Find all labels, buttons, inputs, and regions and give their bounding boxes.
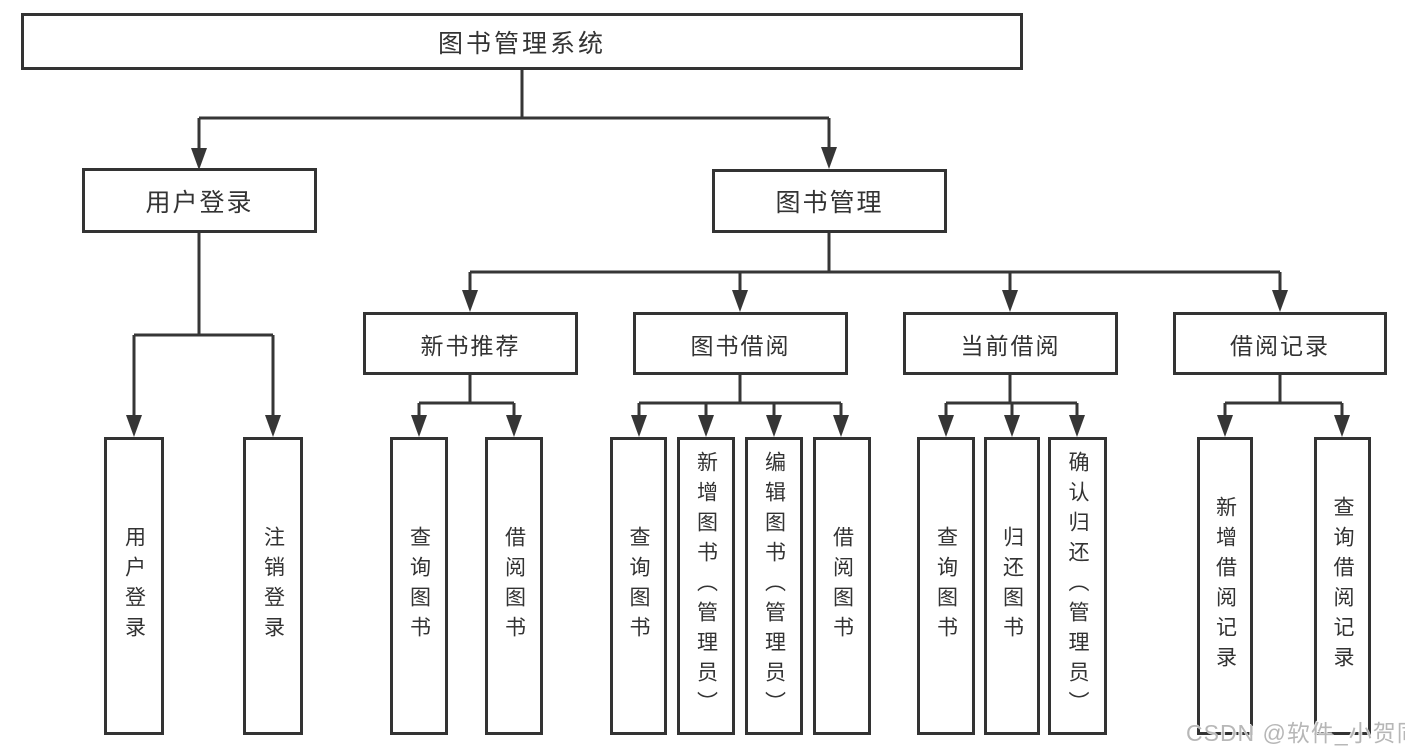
leaf-logout: 注销登录	[243, 437, 303, 735]
leaf-borrow-books-1: 借阅图书	[485, 437, 543, 735]
edge-borrow-records-split	[1217, 375, 1350, 437]
node-user-login: 用户登录	[82, 168, 317, 233]
leaf-add-books-admin: 新增图书（管理员）	[677, 437, 735, 735]
leaf-query-books-3: 查询图书	[917, 437, 975, 735]
leaf-add-books-admin-label: 新增图书（管理员）	[694, 451, 718, 721]
node-borrow-records: 借阅记录	[1173, 312, 1387, 375]
leaf-query-books-2-label: 查询图书	[627, 526, 651, 646]
leaf-edit-books-admin: 编辑图书（管理员）	[745, 437, 803, 735]
node-borrow-records-label: 借阅记录	[1230, 332, 1330, 359]
node-user-login-label: 用户登录	[145, 188, 254, 217]
leaf-add-borrow-record-label: 新增借阅记录	[1213, 496, 1237, 676]
leaf-return-books-label: 归还图书	[1000, 526, 1024, 646]
leaf-borrow-books-2: 借阅图书	[813, 437, 871, 735]
node-book-management-label: 图书管理	[775, 189, 884, 217]
edge-new-books-split	[411, 375, 522, 437]
leaf-confirm-return-admin: 确认归还（管理员）	[1048, 437, 1107, 735]
leaf-query-books-1: 查询图书	[390, 437, 448, 735]
node-new-book-recommend-label: 新书推荐	[420, 332, 521, 359]
leaf-user-login: 用户登录	[104, 437, 164, 735]
edge-user-login-split	[126, 233, 281, 437]
leaf-user-login-label: 用户登录	[122, 526, 146, 646]
leaf-borrow-books-1-label: 借阅图书	[502, 526, 526, 646]
edge-book-mgmt-split	[462, 233, 1288, 312]
edge-current-borrow-split	[938, 375, 1085, 437]
leaf-confirm-return-admin-label: 确认归还（管理员）	[1066, 451, 1090, 721]
edge-book-borrow-split	[631, 375, 849, 437]
node-book-management: 图书管理	[712, 169, 947, 233]
leaf-query-books-2: 查询图书	[610, 437, 667, 735]
edge-root-split	[191, 70, 837, 170]
leaf-edit-books-admin-label: 编辑图书（管理员）	[762, 451, 786, 721]
node-book-borrow: 图书借阅	[633, 312, 848, 375]
node-book-borrow-label: 图书借阅	[690, 332, 791, 359]
node-new-book-recommend: 新书推荐	[363, 312, 578, 375]
leaf-query-borrow-record-label: 查询借阅记录	[1331, 496, 1355, 676]
leaf-return-books: 归还图书	[984, 437, 1040, 735]
csdn-watermark: CSDN @软件_小贺同学	[1186, 720, 1405, 746]
node-current-borrow-label: 当前借阅	[960, 332, 1061, 359]
leaf-query-borrow-record: 查询借阅记录	[1314, 437, 1371, 735]
node-current-borrow: 当前借阅	[903, 312, 1118, 375]
node-library-system: 图书管理系统	[21, 13, 1023, 70]
node-library-system-label: 图书管理系统	[437, 29, 606, 58]
leaf-query-books-1-label: 查询图书	[407, 526, 431, 646]
leaf-borrow-books-2-label: 借阅图书	[830, 526, 854, 646]
leaf-logout-label: 注销登录	[261, 526, 285, 646]
leaf-add-borrow-record: 新增借阅记录	[1197, 437, 1253, 735]
leaf-query-books-3-label: 查询图书	[934, 526, 958, 646]
